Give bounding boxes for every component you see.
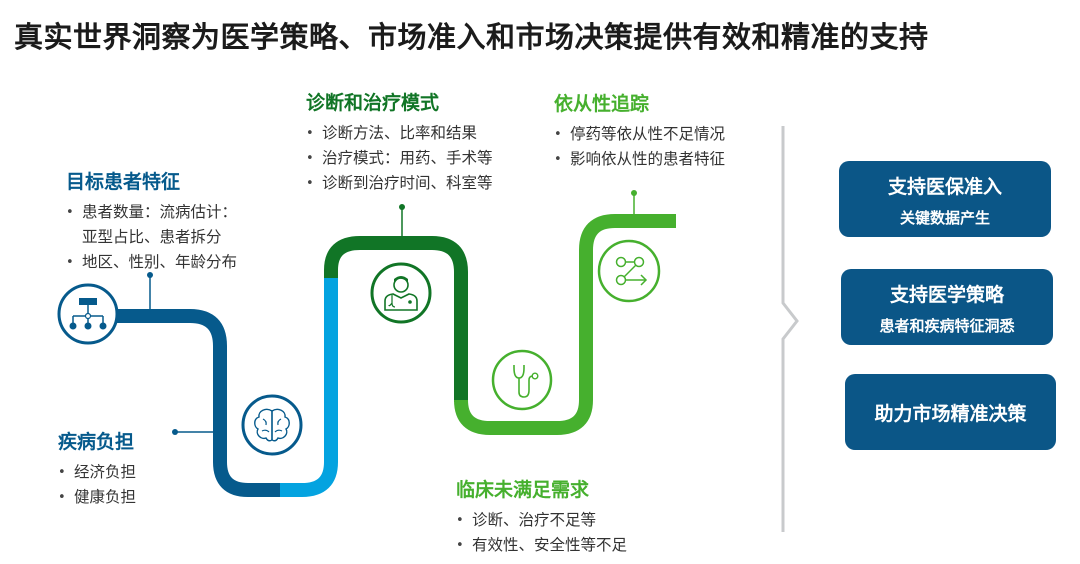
connector-stage3 <box>399 204 405 237</box>
bullet-item: 诊断方法、比率和结果 <box>306 121 493 146</box>
stage-adherence-tracking: 依从性追踪 停药等依从性不足情况 影响依从性的患者特征 <box>554 89 725 172</box>
bullet-item: 经济负担 <box>58 460 136 485</box>
bullet-item: 诊断到治疗时间、科室等 <box>306 171 493 196</box>
stage-title: 诊断和治疗模式 <box>306 92 440 114</box>
bullet-item: 有效性、安全性等不足 <box>456 533 627 558</box>
outcome-medical-strategy: 支持医学策略 患者和疾病特征洞悉 <box>841 269 1053 345</box>
stage-title: 疾病负担 <box>58 431 135 453</box>
stage-disease-burden: 疾病负担 经济负担 健康负担 <box>58 427 136 510</box>
bullet-item: 停药等依从性不足情况 <box>554 122 725 147</box>
stage-title: 依从性追踪 <box>554 93 650 115</box>
outcome-market-access: 支持医保准入 关键数据产生 <box>839 161 1051 237</box>
bullet-item: 治疗模式：用药、手术等 <box>306 146 493 171</box>
connector-stage1 <box>147 272 153 310</box>
stage-diagnosis-treatment: 诊断和治疗模式 诊断方法、比率和结果 治疗模式：用药、手术等 诊断到治疗时间、科… <box>306 88 493 196</box>
org-chart-icon <box>57 283 119 345</box>
stage-title: 目标患者特征 <box>66 171 181 193</box>
bullet-item: 健康负担 <box>58 485 136 510</box>
bullet-item: 患者数量：流病估计： 亚型占比、患者拆分 <box>66 200 237 250</box>
page-title: 真实世界洞察为医学策略、市场准入和市场决策提供有效和精准的支持 <box>14 20 929 54</box>
doctor-icon <box>370 262 432 324</box>
bullet-item: 地区、性别、年龄分布 <box>66 250 237 275</box>
flow-arrow-icon <box>597 239 661 303</box>
connector-stage5 <box>631 190 637 215</box>
bullet-item: 影响依从性的患者特征 <box>554 147 725 172</box>
stethoscope-icon <box>491 349 553 411</box>
outcome-market-decision: 助力市场精准决策 <box>845 374 1056 450</box>
stage-unmet-needs: 临床未满足需求 诊断、治疗不足等 有效性、安全性等不足 <box>456 475 627 558</box>
stage-target-patients: 目标患者特征 患者数量：流病估计： 亚型占比、患者拆分 地区、性别、年龄分布 <box>66 167 237 275</box>
divider-chevron <box>781 126 799 532</box>
brain-icon <box>241 394 303 456</box>
bullet-item: 诊断、治疗不足等 <box>456 508 627 533</box>
connector-stage2 <box>172 429 214 435</box>
stage-title: 临床未满足需求 <box>456 479 590 501</box>
